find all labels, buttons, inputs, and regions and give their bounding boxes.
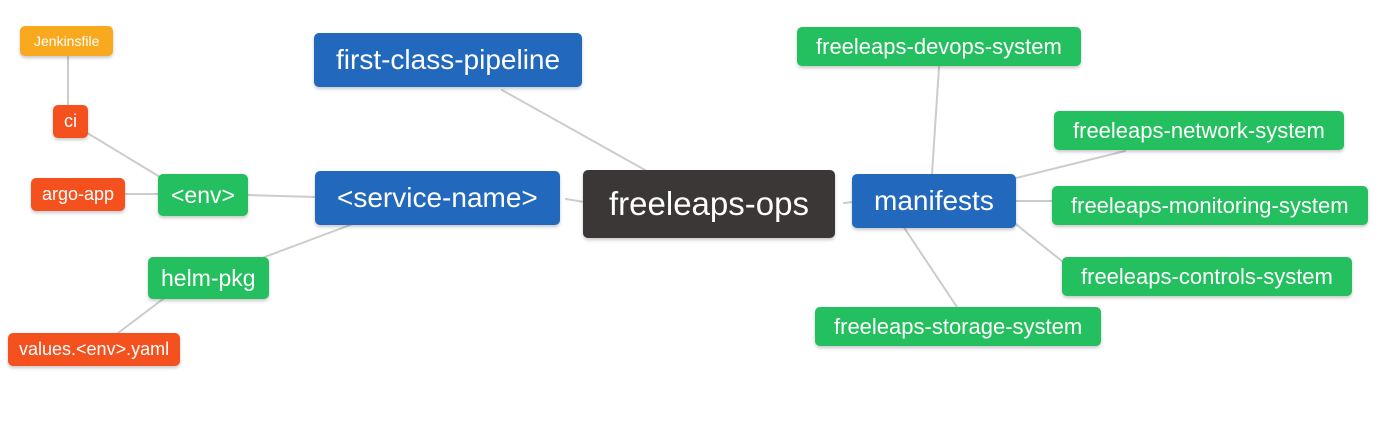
node-ci[interactable]: ci [53,105,88,138]
edge-service-name-helm-pkg [261,221,359,259]
edge-manifests-network [1011,150,1126,180]
edge-env-service-name [246,194,316,198]
node-freeleaps-monitoring-system[interactable]: freeleaps-monitoring-system [1052,186,1368,226]
node-freeleaps-devops-system[interactable]: freeleaps-devops-system [797,27,1081,67]
edge-pipeline-freeleaps-ops [501,89,646,171]
node-env[interactable]: <env> [158,174,248,217]
node-values-env-yaml[interactable]: values.<env>.yaml [8,333,181,366]
node-freeleaps-storage-system[interactable]: freeleaps-storage-system [815,307,1102,347]
edge-ci-env [83,130,161,178]
node-first-class-pipeline[interactable]: first-class-pipeline [314,33,583,88]
node-service-name[interactable]: <service-name> [315,171,560,226]
node-freeleaps-controls-system[interactable]: freeleaps-controls-system [1062,257,1352,297]
edge-service-name-freeleaps-ops [565,198,585,203]
node-jenkinsfile[interactable]: Jenkinsfile [20,26,114,57]
edge-manifests-devops [931,66,940,175]
node-manifests[interactable]: manifests [852,174,1016,229]
node-freeleaps-ops[interactable]: freeleaps-ops [583,170,835,238]
node-argo-app[interactable]: argo-app [31,178,126,211]
node-freeleaps-network-system[interactable]: freeleaps-network-system [1054,111,1344,151]
edge-manifests-storage [902,225,958,308]
edge-helm-pkg-values [117,295,168,334]
node-helm-pkg[interactable]: helm-pkg [148,257,269,300]
edge-manifests-controls [1011,220,1064,263]
